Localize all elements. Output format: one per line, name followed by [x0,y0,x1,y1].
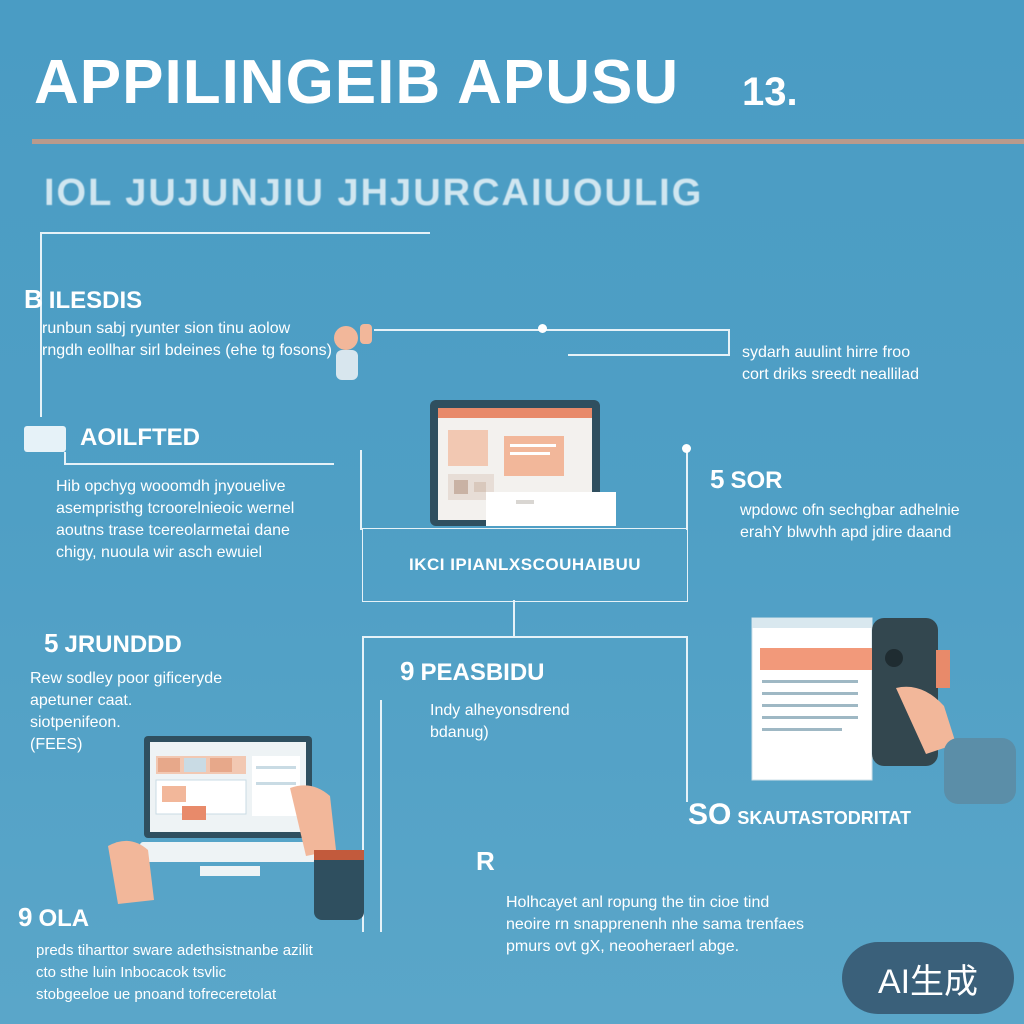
connector-s2-horizontal [64,463,334,465]
connector-center-down [513,600,515,636]
center-process-box: IKCI IPIANLXSCOUHAIBUU [362,528,688,602]
connector-left-vertical [40,232,42,417]
section-4-number: 5 [44,628,59,658]
section-8-body: Holhcayet anl ropung the tin cioe tind n… [506,894,804,955]
connector-s1-right-return [568,354,730,356]
connector-s1-right-down [728,329,730,355]
connector-top-horizontal [40,232,430,234]
connector-lower-right [686,636,688,802]
section-4-title: JRUNDDD [64,631,182,658]
infographic-subtitle: IOL JUJUNJIU JHJURCAIUOULIG [44,172,704,214]
section-2-heading: AOILFTED [24,424,200,452]
connector-center-left [360,450,362,530]
section-1-number: B [24,284,43,314]
section-4-body: Rew sodley poor gificeryde apetuner caat… [30,670,223,753]
section-5-number: 9 [400,656,415,686]
connector-node [538,324,547,333]
section-3-number: 5 [710,464,725,494]
person-figure-illustration [334,324,372,380]
section-3-title: SOR [730,467,783,494]
section-8-heading: R [476,846,501,877]
section-7-title: SKAUTASTODRITAT [737,808,912,828]
section-2-icon [24,425,66,452]
section-1-body: runbun sabj ryunter sion tinu aolow rngd… [42,320,332,359]
section-3-body: wpdowc ofn sechgbar adhelnie erahY blwvh… [740,502,960,541]
connector-s2-vertical [64,452,66,465]
section-5-title: PEASBIDU [420,659,545,686]
document-phone-illustration [751,617,1016,804]
center-laptop-illustration [430,400,616,526]
connector-center-right [686,448,688,530]
connector-lower-horizontal [362,636,688,638]
section-2-title: AOILFTED [80,424,200,451]
title-divider [32,139,1024,144]
section-5-body: Indy alheyonsdrend bdanug) [430,702,570,741]
section-1-title: ILESDIS [48,287,143,314]
ai-generated-badge: AI生成 [842,942,1014,1014]
center-process-label: IKCI IPIANLXSCOUHAIBUU [408,555,641,574]
section-9-number: 9 [18,902,33,932]
section-9-title: OLA [38,905,90,932]
section-6-note: sydarh auulint hirre froo cort driks sre… [742,344,919,383]
section-8-number: R [476,846,495,876]
connector-s1-right [374,329,729,331]
section-9-body: preds tiharttor sware adethsistnanbe azi… [36,942,313,1003]
section-2-body: Hib opchyg wooomdh jnyouelive asempristh… [56,478,295,561]
section-7-number: SO [688,798,732,831]
connector-node [682,444,691,453]
connector-lower-left [362,636,364,932]
infographic-title: APPILINGEIB APUSU [34,48,680,117]
connector-lower-mid [380,700,382,932]
title-suffix: 13. [742,70,798,114]
desktop-hands-illustration [108,736,364,920]
